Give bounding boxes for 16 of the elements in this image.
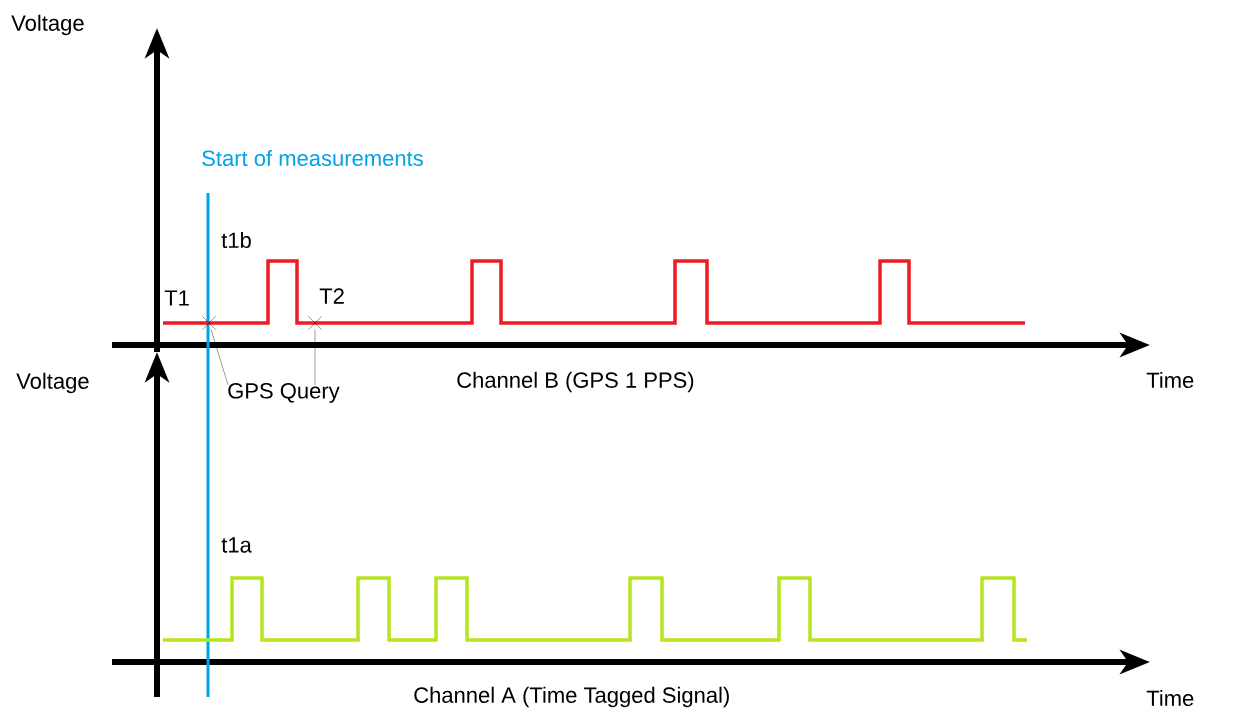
callout-text: GPS Query [228, 383, 340, 403]
axis-label: Voltage [16, 372, 89, 394]
time-label: t1b [221, 231, 251, 249]
leader-line [210, 329, 229, 386]
channel-label: Channel B (GPS 1 PPS) [457, 371, 694, 393]
time-label: T1 [164, 290, 189, 306]
time-label: T2 [319, 288, 344, 304]
leader-line [314, 329, 316, 386]
axis-label: Time [1146, 689, 1194, 707]
cross-mark [202, 316, 216, 330]
time-label: t1a [221, 537, 252, 553]
cross-mark [308, 316, 322, 330]
channel-label: Channel A (Time Tagged Signal) [414, 686, 729, 708]
annotation-label: Start of measurements [202, 149, 423, 167]
axis-label: Voltage [11, 14, 84, 36]
axis-label: Time [1146, 371, 1194, 389]
